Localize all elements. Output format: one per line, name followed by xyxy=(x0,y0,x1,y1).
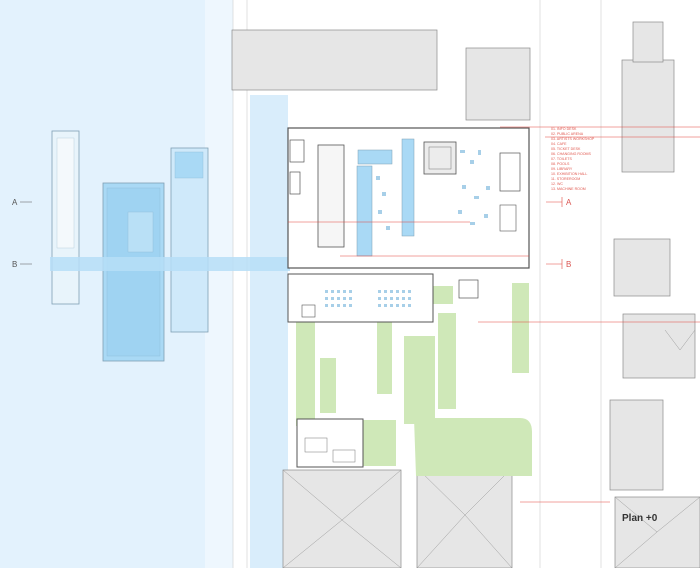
building-east-2 xyxy=(622,313,696,379)
stair-east xyxy=(499,204,517,232)
legend-item: 07. TOILETS xyxy=(551,157,572,161)
neighbour-buildings xyxy=(231,21,700,568)
central-atrium xyxy=(423,141,457,175)
room-west-1 xyxy=(289,139,305,163)
legend-item: 12. WC xyxy=(551,182,563,186)
kiosk xyxy=(301,304,316,318)
wc-east xyxy=(499,152,521,192)
grass-5 xyxy=(438,313,456,409)
grass-7 xyxy=(432,286,453,304)
service-outline xyxy=(296,418,364,468)
grass-6 xyxy=(512,283,529,373)
library-pool xyxy=(357,149,393,165)
grass-lawn-west xyxy=(354,420,396,466)
indoor-pool-long xyxy=(356,165,373,257)
legend-item: 11. STOREROOM xyxy=(551,177,580,181)
changing-rooms xyxy=(317,144,345,248)
legend-item: 02. PUBLIC ARENA xyxy=(551,132,584,136)
grass-lawn xyxy=(414,418,532,476)
floating-pools xyxy=(50,130,290,362)
hall-seating xyxy=(325,150,490,307)
room-legend: 01. INFO DESK 02. PUBLIC ARENA 03. ARTIS… xyxy=(551,127,595,191)
legend-item: 09. LIBRARY xyxy=(551,167,573,171)
grass-areas xyxy=(296,283,532,476)
legend-item: 13. MACHINE ROOM xyxy=(551,187,586,191)
building-south-1 xyxy=(282,469,402,568)
pool-step xyxy=(127,211,154,253)
roof-lines xyxy=(282,329,700,568)
svg-text:B: B xyxy=(566,260,571,269)
legend-item: 04. CAFE xyxy=(551,142,567,146)
building-ne-tower xyxy=(621,59,675,173)
legend-item: 08. POOLS xyxy=(551,162,570,166)
legend-item: 06. CHANGING ROOMS xyxy=(551,152,592,156)
shore-strip xyxy=(205,0,233,568)
building-east-1 xyxy=(613,238,671,297)
pool-narrow-top xyxy=(174,151,204,179)
storeroom xyxy=(458,279,479,299)
section-lines xyxy=(288,126,700,503)
grass-4 xyxy=(404,336,435,424)
right-section-marker-b: B xyxy=(546,259,571,269)
grass-2 xyxy=(320,358,336,413)
building-south-2 xyxy=(416,467,513,568)
pool-narrow xyxy=(170,147,209,333)
grass-1 xyxy=(296,318,315,426)
road-lines xyxy=(232,0,602,568)
left-section-marker-a: A xyxy=(12,198,32,207)
svg-text:A: A xyxy=(12,198,18,207)
building-north xyxy=(231,29,438,91)
main-building xyxy=(287,127,530,323)
svg-text:A: A xyxy=(566,198,572,207)
jetty-inner xyxy=(56,137,75,249)
svg-text:B: B xyxy=(12,260,17,269)
building-east-3 xyxy=(609,399,664,491)
legend-item: 01. INFO DESK xyxy=(551,127,577,131)
indoor-pool-vertical xyxy=(401,138,415,237)
room-west-2 xyxy=(289,171,301,195)
legend-item: 05. TICKET DESK xyxy=(551,147,581,151)
building-ne-top xyxy=(632,21,664,63)
atrium-inner xyxy=(428,146,452,170)
service-building xyxy=(296,418,364,468)
right-section-marker-a: A xyxy=(546,197,572,207)
harbour-basin-lower xyxy=(250,410,284,568)
grass-3 xyxy=(377,322,392,394)
legend-item: 03. ARTISTS WORKSHOP xyxy=(551,137,595,141)
legend-item: 10. EXHIBITION HALL xyxy=(551,172,587,176)
plan-title: Plan +0 xyxy=(622,513,658,524)
connecting-bridge xyxy=(50,257,290,271)
building-north-east xyxy=(465,47,531,121)
left-section-marker-b: B xyxy=(12,260,32,269)
